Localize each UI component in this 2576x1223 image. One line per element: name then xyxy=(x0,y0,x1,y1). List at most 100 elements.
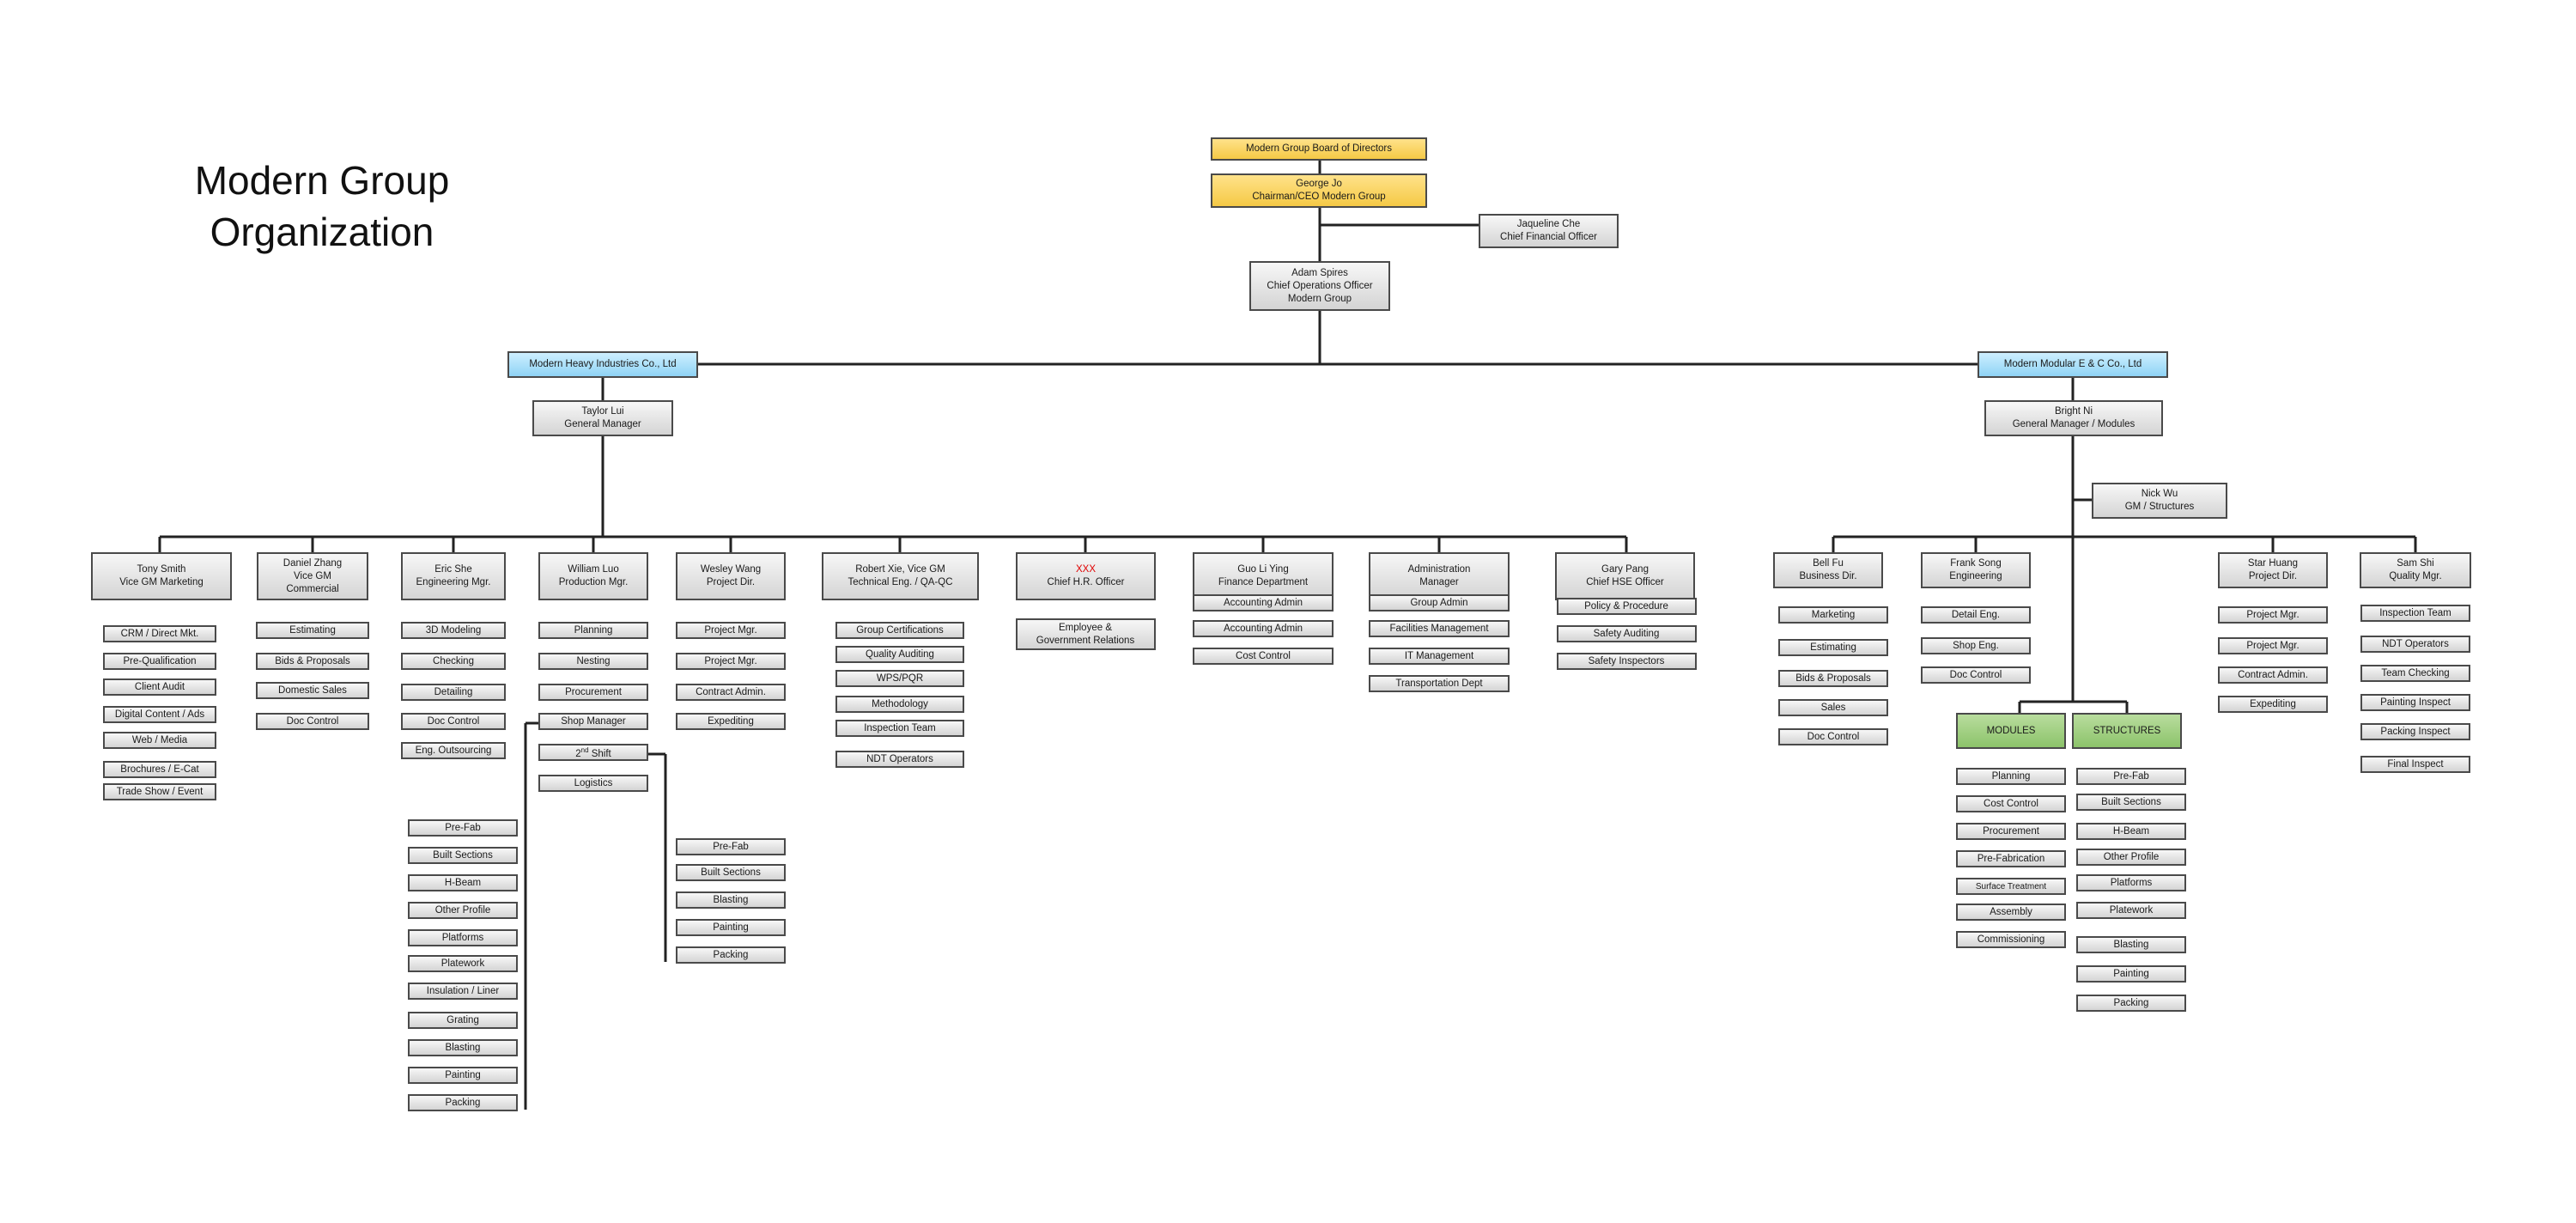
dept-head-administration-line-1: Manager xyxy=(1419,577,1459,587)
list-item-safety-inspectors: Safety Inspectors xyxy=(1556,653,1697,670)
list-item-shop-manager: Shop Manager xyxy=(538,713,648,730)
dept-head-robert-xie-vice-gm-line-0: Robert Xie, Vice GM xyxy=(855,564,945,575)
list-item-doc-control: Doc Control xyxy=(1778,728,1888,745)
list-item-facilities-management: Facilities Management xyxy=(1369,620,1510,637)
module-item-procurement: Procurement xyxy=(1956,823,2066,840)
list-item-pre-qualification: Pre-Qualification xyxy=(103,653,216,670)
list-item-group-admin-line-0: Group Admin xyxy=(1410,597,1468,608)
module-item-surface-treatment: Surface Treatment xyxy=(1956,878,2066,895)
list-item-logistics-line-0: Logistics xyxy=(574,777,613,788)
list-item-contract-admin-line-0: Contract Admin. xyxy=(696,686,766,697)
chairman-box-line-1: Chairman/CEO Modern Group xyxy=(1252,192,1386,202)
module-item-planning-line-0: Planning xyxy=(1991,770,2031,782)
shift-item-pre-fab: Pre-Fab xyxy=(676,838,786,855)
list-item-methodology: Methodology xyxy=(835,696,964,713)
list-item-project-mgr: Project Mgr. xyxy=(2218,637,2328,654)
structure-item-pre-fab-line-0: Pre-Fab xyxy=(2113,770,2149,782)
list-item-pre-qualification-line-0: Pre-Qualification xyxy=(123,655,197,666)
module-item-assembly: Assembly xyxy=(1956,904,2066,921)
shop-item-other-profile: Other Profile xyxy=(408,902,518,919)
shift-item-built-sections: Built Sections xyxy=(676,864,786,881)
list-item-eng-outsourcing-line-0: Eng. Outsourcing xyxy=(415,745,492,756)
dept-head-eric-she-line-1: Engineering Mgr. xyxy=(416,577,491,587)
structure-item-h-beam-line-0: H-Beam xyxy=(2112,825,2150,837)
list-item-inspection-team-line-0: Inspection Team xyxy=(864,722,936,733)
list-item-crm-direct-mkt-line-0: CRM / Direct Mkt. xyxy=(120,628,199,639)
modules-box-line-0: MODULES xyxy=(1986,725,2036,736)
coo-box-line-1: Chief Operations Officer xyxy=(1267,280,1373,291)
list-item-procurement: Procurement xyxy=(538,684,648,701)
list-item-safety-inspectors-line-0: Safety Inspectors xyxy=(1588,655,1665,666)
list-item-expediting: Expediting xyxy=(676,713,786,730)
shift-item-packing: Packing xyxy=(676,946,786,964)
list-item-web-media-line-0: Web / Media xyxy=(131,734,188,745)
list-item-it-management-line-0: IT Management xyxy=(1404,650,1474,661)
list-item-contract-admin-line-0: Contract Admin. xyxy=(2238,669,2308,680)
list-item-accounting-admin-line-0: Accounting Admin xyxy=(1223,597,1303,608)
shop-item-packing: Packing xyxy=(408,1094,518,1111)
list-item-trade-show-event-line-0: Trade Show / Event xyxy=(116,786,204,797)
list-item-sales: Sales xyxy=(1778,699,1888,716)
shift-item-painting: Painting xyxy=(676,919,786,936)
list-item-expediting-line-0: Expediting xyxy=(2250,698,2296,709)
shop-item-platforms: Platforms xyxy=(408,929,518,946)
dept-head-sam-shi-line-1: Quality Mgr. xyxy=(2389,571,2442,581)
shift-item-built-sections-line-0: Built Sections xyxy=(701,867,761,878)
dept-head-eric-she-line-0: Eric She xyxy=(434,564,472,575)
dept-head-gary-pang-line-0: Gary Pang xyxy=(1601,564,1649,575)
list-item-doc-control-line-0: Doc Control xyxy=(1949,669,2002,680)
list-item-safety-auditing-line-0: Safety Auditing xyxy=(1593,628,1660,639)
list-item-eng-outsourcing: Eng. Outsourcing xyxy=(401,742,506,759)
list-item-policy-procedure-line-0: Policy & Procedure xyxy=(1584,600,1668,612)
list-item-it-management: IT Management xyxy=(1369,648,1510,665)
list-item-accounting-admin: Accounting Admin xyxy=(1193,620,1334,637)
list-item-project-mgr: Project Mgr. xyxy=(676,653,786,670)
structures-box-line-0: STRUCTURES xyxy=(2093,725,2161,736)
list-item-packing-inspect: Packing Inspect xyxy=(2360,723,2470,740)
modules-box: MODULES xyxy=(1956,713,2066,749)
list-item-web-media: Web / Media xyxy=(103,732,216,749)
structure-item-painting: Painting xyxy=(2076,965,2186,983)
list-item-client-audit: Client Audit xyxy=(103,678,216,696)
chairman-box-line-0: George Jo xyxy=(1296,179,1342,189)
shop-item-packing-line-0: Packing xyxy=(445,1097,481,1108)
list-item-trade-show-event: Trade Show / Event xyxy=(103,783,216,800)
list-item-transportation-dept: Transportation Dept xyxy=(1369,675,1510,692)
structure-item-pre-fab: Pre-Fab xyxy=(2076,768,2186,785)
list-item-crm-direct-mkt: CRM / Direct Mkt. xyxy=(103,625,216,642)
list-item-planning: Planning xyxy=(538,622,648,639)
shift-item-packing-line-0: Packing xyxy=(713,949,749,960)
list-item-safety-auditing: Safety Auditing xyxy=(1556,625,1697,642)
list-item-doc-control: Doc Control xyxy=(256,713,369,730)
mhi-gm-box-line-1: General Manager xyxy=(564,419,641,429)
structure-item-platforms: Platforms xyxy=(2076,874,2186,891)
list-item-checking: Checking xyxy=(401,653,506,670)
list-item-cost-control-line-0: Cost Control xyxy=(1236,650,1291,661)
board-box-line-0: Modern Group Board of Directors xyxy=(1245,143,1393,154)
dept-head-bell-fu-line-1: Business Dir. xyxy=(1799,571,1857,581)
module-item-planning: Planning xyxy=(1956,768,2066,785)
list-item-contract-admin: Contract Admin. xyxy=(676,684,786,701)
list-item-policy-procedure: Policy & Procedure xyxy=(1556,598,1697,615)
list-item-inspection-team: Inspection Team xyxy=(2360,605,2470,622)
list-item-logistics: Logistics xyxy=(538,775,648,792)
dept-head-william-luo-line-1: Production Mgr. xyxy=(558,577,629,587)
shop-item-pre-fab-line-0: Pre-Fab xyxy=(445,822,481,833)
company-box-mhi-line-0: Modern Heavy Industries Co., Ltd xyxy=(529,359,677,369)
page-title: Modern Group Organization xyxy=(120,155,524,258)
list-item-3d-modeling-line-0: 3D Modeling xyxy=(425,624,482,636)
dept-head-tony-smith-line-1: Vice GM Marketing xyxy=(119,577,204,587)
list-item-shop-eng: Shop Eng. xyxy=(1921,637,2031,654)
list-item-inspection-team: Inspection Team xyxy=(835,720,964,737)
list-item-team-checking-line-0: Team Checking xyxy=(2381,667,2450,678)
dept-head-william-luo-line-0: William Luo xyxy=(568,564,619,575)
